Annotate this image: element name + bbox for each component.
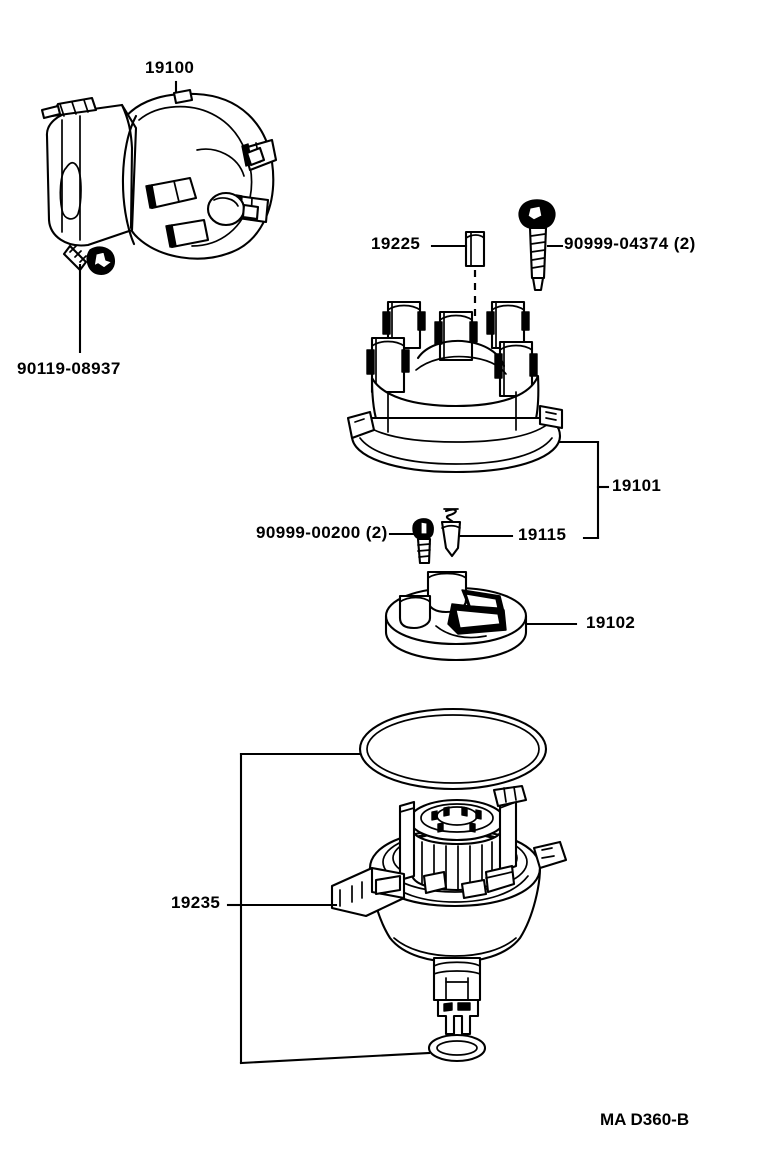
part-19225-grommet — [430, 230, 486, 330]
part-19101-distributor-cap — [346, 300, 610, 540]
callout-label-90119-08937: 90119-08937 — [17, 359, 121, 378]
part-19115-carbon-brush — [440, 508, 514, 558]
sheet-code: MA D360-B — [600, 1110, 690, 1129]
o-ring-small-outer — [427, 1033, 487, 1063]
part-90999-00200-screw — [388, 518, 434, 565]
callout-label-90999-04374: 90999-04374 (2) — [564, 234, 696, 253]
part-19235-housing-assembly — [226, 707, 568, 1065]
callout-label-19225: 19225 — [371, 234, 421, 253]
callout-label-19101: 19101 — [612, 476, 662, 495]
callout-label-90999-00200: 90999-00200 (2) — [256, 523, 388, 542]
callout-label-19100: 19100 — [145, 58, 195, 77]
leader-19235-oring-small — [239, 1051, 431, 1065]
part-19102-rotor — [384, 570, 578, 662]
part-90119-08937-bolt — [62, 244, 115, 354]
o-ring-large-outer — [358, 707, 548, 791]
callout-label-19235: 19235 — [171, 893, 221, 912]
callout-label-19115: 19115 — [518, 525, 567, 544]
part-90999-04374-screw — [518, 199, 564, 292]
o-ring-large-inner — [366, 714, 540, 784]
callout-label-19102: 19102 — [586, 613, 636, 632]
o-ring-small-inner — [436, 1040, 478, 1056]
part-19100-distributor-assembly — [40, 80, 278, 260]
